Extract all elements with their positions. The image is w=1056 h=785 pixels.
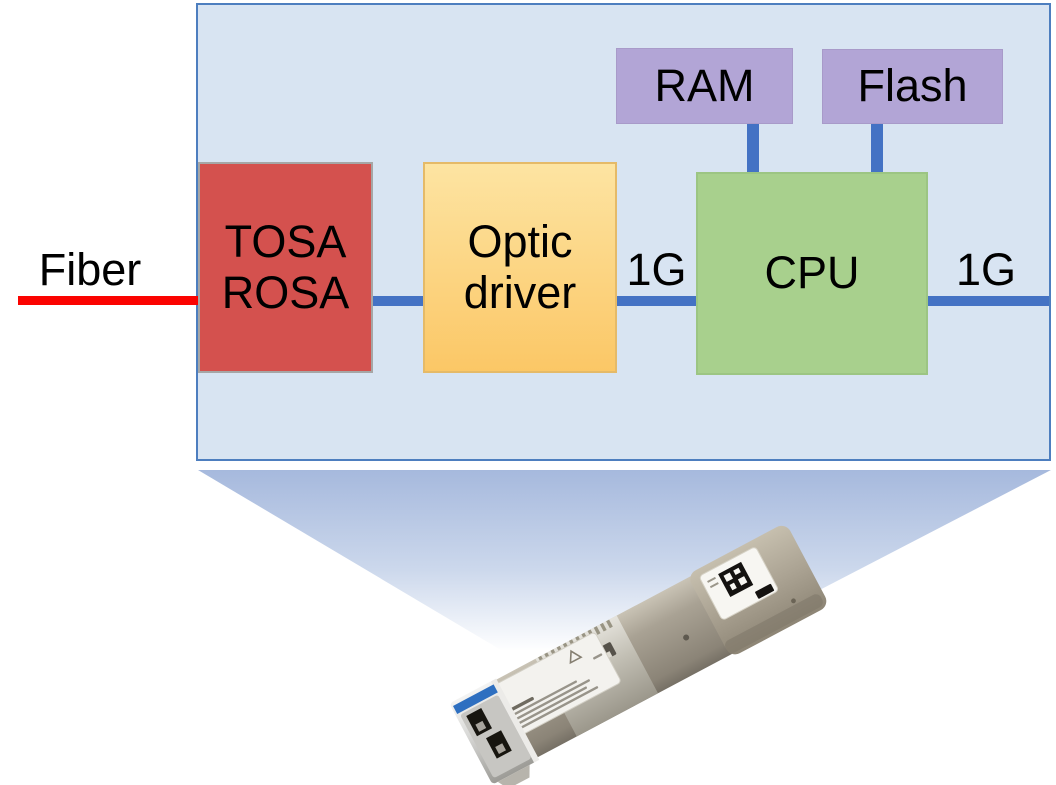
block-ram: RAM [616, 48, 793, 124]
block-optic-driver: Optic driver [423, 162, 617, 373]
spec-label [491, 632, 621, 737]
lc-port-hole-2 [486, 730, 512, 759]
speed-label-right: 1G [955, 244, 1017, 295]
sfp-module-photo [450, 525, 827, 785]
blue-stripe [452, 684, 498, 714]
cap-pin-hole [791, 598, 796, 604]
warning-triangle-icon [569, 649, 583, 665]
block-cpu-label: CPU [764, 247, 860, 299]
funnel-shape [198, 470, 1051, 650]
bus-cpu-to-edge [928, 296, 1049, 306]
body-hole [683, 634, 690, 641]
bus-tosa-to-driver [373, 296, 423, 306]
block-optic-driver-line1: Optic [467, 216, 573, 268]
bus-driver-to-cpu [617, 296, 696, 306]
block-flash-label: Flash [857, 60, 968, 112]
fiber-label: Fiber [38, 244, 142, 295]
lc-receptacle [450, 678, 540, 785]
block-tosa-rosa-line2: ROSA [221, 266, 350, 318]
label-bar [755, 583, 775, 599]
block-cpu: CPU [696, 172, 928, 375]
block-tosa-rosa-line1: TOSA [224, 216, 347, 268]
speed-label-left: 1G [626, 244, 687, 295]
latch-tab [497, 764, 530, 785]
link-flash-to-cpu [871, 124, 883, 174]
lc-port-hole-1 [466, 707, 493, 737]
barcode-label [699, 547, 778, 620]
block-flash: Flash [822, 49, 1003, 124]
link-ram-to-cpu [747, 124, 759, 174]
block-tosa-rosa: TOSA ROSA [198, 162, 373, 373]
fiber-line [18, 296, 198, 305]
datamatrix-code [718, 561, 754, 598]
block-optic-driver-line2: driver [463, 266, 577, 318]
block-ram-label: RAM [654, 59, 755, 111]
